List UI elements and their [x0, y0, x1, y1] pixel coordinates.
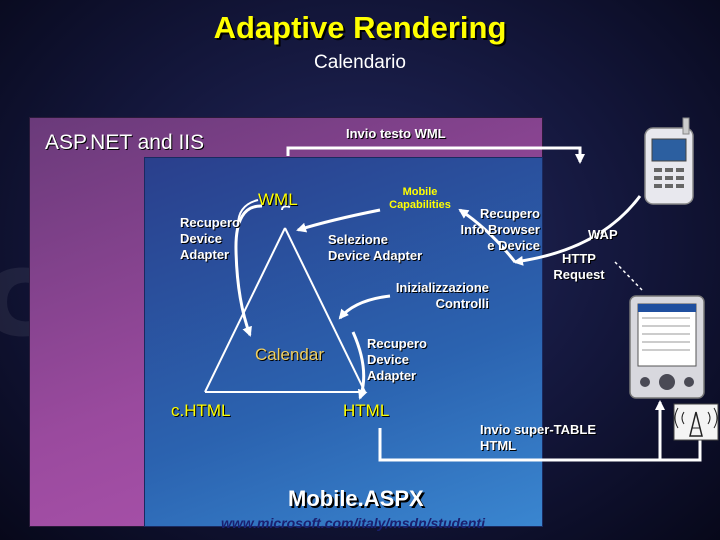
- step-line: Recupero: [480, 206, 540, 221]
- mobile-capabilities-line-2: Capabilities: [389, 199, 451, 211]
- recupero-left-arc: [234, 204, 263, 337]
- broadcast-tower-icon: [673, 403, 719, 441]
- calendar-node: Calendar: [255, 345, 324, 364]
- inizializzazione-controlli: Inizializzazione Controlli: [385, 280, 489, 312]
- recupero-device-adapter-html: Recupero Device Adapter: [367, 336, 427, 384]
- wap-label: WAP: [588, 227, 618, 242]
- mobile-phone-icon: [644, 117, 694, 205]
- super-table-line: HTML: [480, 438, 517, 453]
- step-line: Adapter: [367, 368, 417, 383]
- http-dashed-line: [614, 261, 643, 291]
- invio-super-table-label: Invio super-TABLE HTML: [480, 422, 596, 454]
- step-line: Controlli: [435, 296, 489, 311]
- inizial-to-calendar-arrow: [338, 294, 391, 320]
- footer-url: www.microsoft.com/italy/msdn/studenti: [221, 515, 485, 531]
- mobile-capabilities-node: Mobile Capabilities: [380, 186, 460, 212]
- apex-to-wml-arrow: [281, 205, 291, 211]
- step-line: Adapter: [180, 247, 230, 262]
- mobile-capabilities-line-1: Mobile: [402, 186, 438, 198]
- mobcap-to-apex-arrow: [296, 208, 381, 233]
- step-line: Device: [367, 352, 409, 367]
- slide-title: Adaptive Rendering: [213, 10, 507, 45]
- triangle-edge-left: [204, 227, 286, 393]
- step-line: Recupero: [180, 215, 240, 230]
- slide-subtitle: Calendario: [314, 52, 406, 73]
- calendar-to-html-arrow: [351, 331, 368, 400]
- html-node: HTML: [343, 401, 390, 420]
- http-request-arrow: [513, 195, 642, 266]
- recupero-info-arrow: [458, 208, 517, 263]
- step-line: Device Adapter: [328, 248, 423, 263]
- triangle-edge-right: [284, 227, 366, 393]
- step-line: Selezione: [328, 232, 388, 247]
- step-line: Recupero: [367, 336, 427, 351]
- chtml-node: c.HTML: [171, 401, 231, 420]
- step-line: Inizializzazione: [395, 280, 489, 295]
- pocket-pc-icon: [629, 295, 705, 399]
- invio-testo-wml-label: Invio testo WML: [346, 126, 446, 141]
- step-line: e Device: [487, 238, 540, 253]
- recupero-info-browser: Recupero Info Browser e Device: [455, 206, 540, 254]
- http-line: Request: [553, 267, 605, 282]
- http-line: HTTP: [562, 251, 596, 266]
- super-table-arrow: [378, 428, 702, 462]
- step-line: Device: [180, 231, 222, 246]
- wml-to-recupero-arc: [237, 199, 259, 226]
- invio-wml-arrow: [286, 146, 585, 164]
- aspnet-iis-label: ASP.NET and IIS: [45, 131, 205, 154]
- recupero-device-adapter-left: Recupero Device Adapter: [180, 215, 240, 263]
- selezione-device-adapter: Selezione Device Adapter: [328, 232, 422, 264]
- step-line: Info Browser: [460, 222, 540, 237]
- http-request-label: HTTP Request: [549, 251, 609, 283]
- super-table-line: Invio super-TABLE: [480, 422, 597, 437]
- wml-node: WML: [258, 190, 298, 209]
- mobile-aspx-label: Mobile.ASPX: [288, 486, 424, 511]
